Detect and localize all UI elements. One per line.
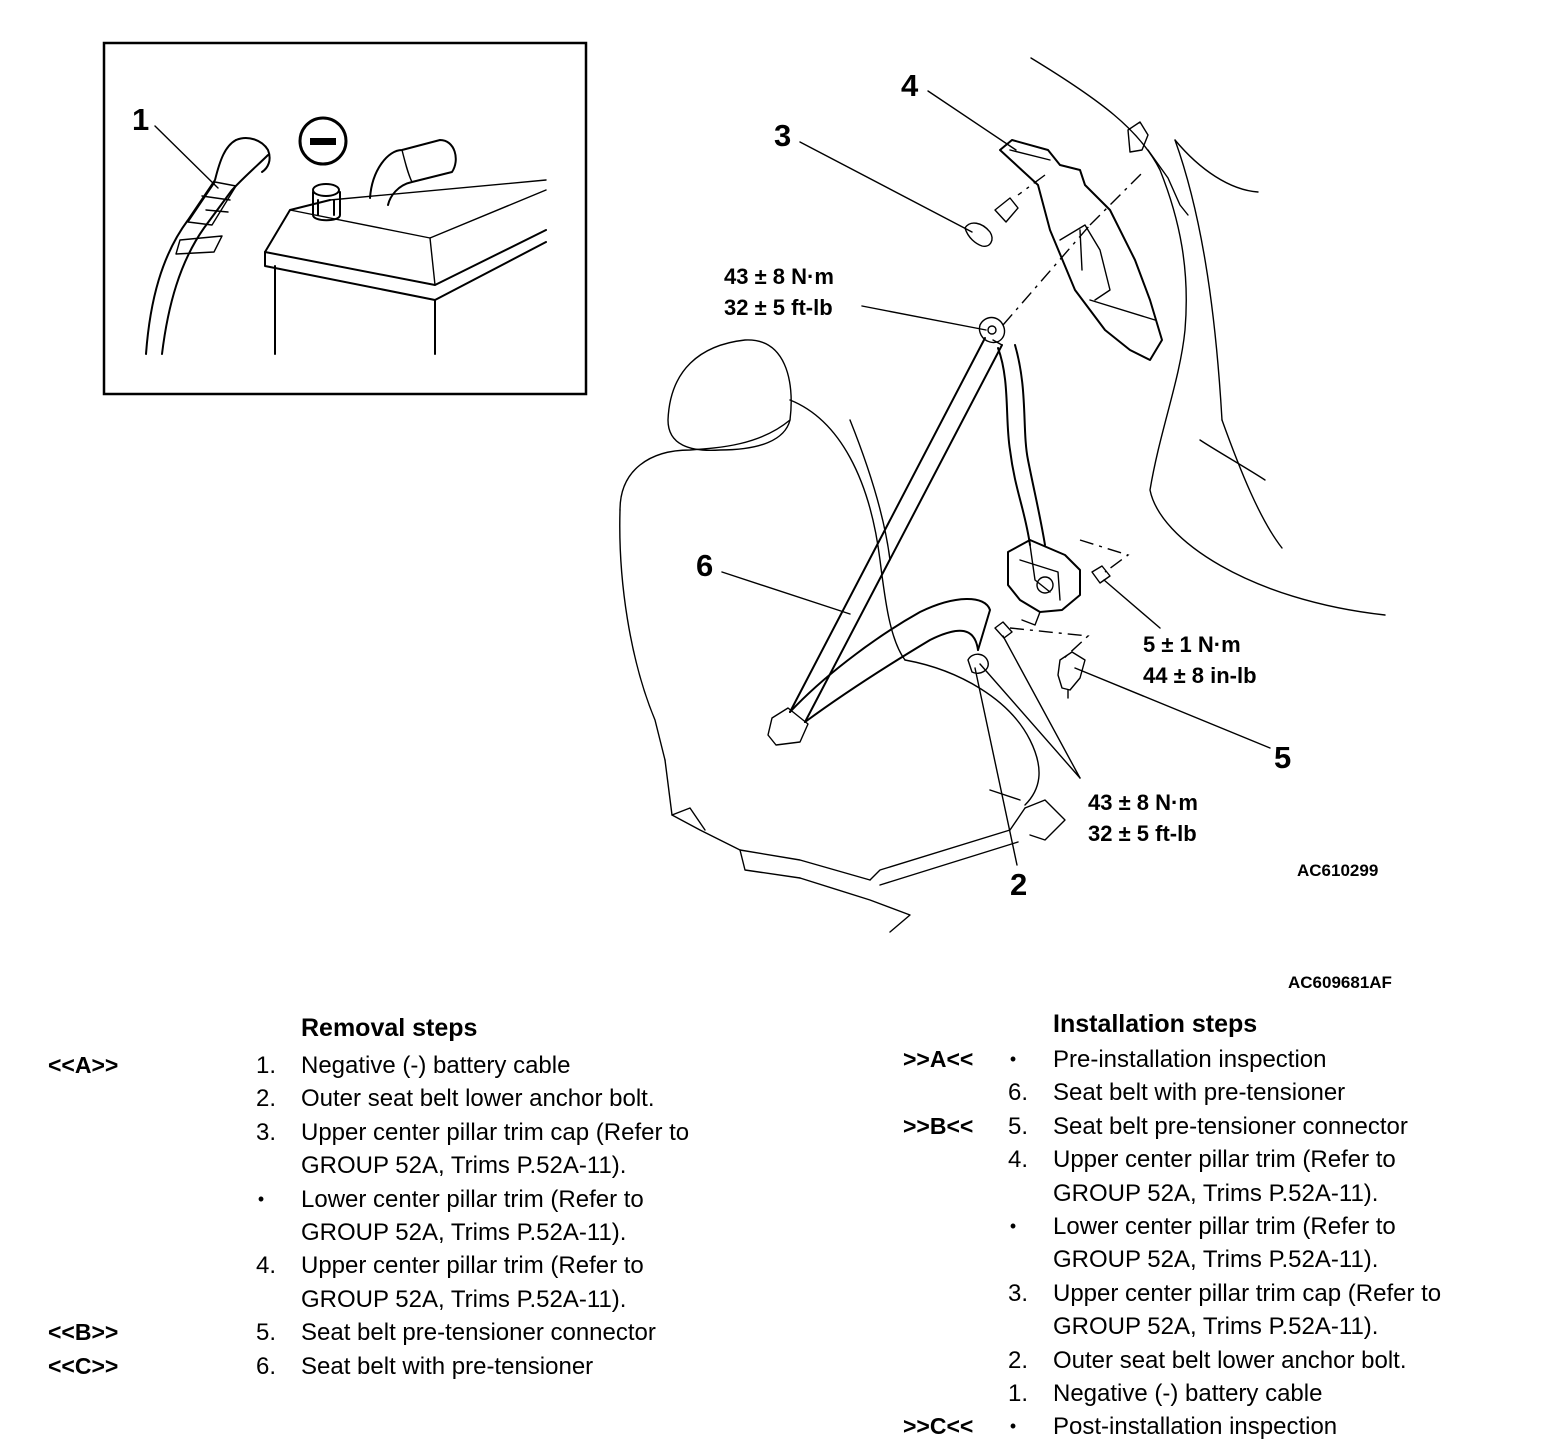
removal-steps: Removal steps <<A>> 1. Negative (-) batter… — [0, 1012, 820, 1412]
svg-text:5 ± 1 N·m: 5 ± 1 N·m — [1143, 632, 1241, 657]
step-text: GROUP 52A, Trims P.52A-11). — [1053, 1179, 1379, 1207]
vehicle-body-outline — [1030, 57, 1386, 616]
svg-text:5: 5 — [1274, 740, 1291, 775]
torque-retractor: 5 ± 1 N·m 44 ± 8 in-lb — [1103, 579, 1257, 688]
step-reference-tag: >>C<< — [903, 1413, 974, 1440]
step-reference-tag: <<A>> — [48, 1052, 119, 1078]
callout-2: 2 — [974, 667, 1027, 902]
step-text: Seat belt with pre-tensioner — [1053, 1079, 1346, 1107]
step-number: 1. — [255, 1052, 276, 1079]
step-text: GROUP 52A, Trims P.52A-11). — [301, 1285, 627, 1313]
callout-6: 6 — [696, 548, 851, 615]
callout-1: 1 — [132, 102, 219, 189]
assembly-centerlines — [1002, 169, 1146, 661]
step-number: 6. — [1007, 1079, 1028, 1107]
step-text: Seat belt with pre-tensioner — [301, 1352, 594, 1380]
step-text: Upper center pillar trim cap (Refer to — [301, 1118, 690, 1146]
step-text: Upper center pillar trim cap (Refer to — [1053, 1279, 1442, 1307]
step-bullet: • — [1009, 1216, 1017, 1236]
step-text: Negative (-) battery cable — [301, 1052, 571, 1079]
step-number: 3. — [1007, 1279, 1028, 1307]
seat-belt-webbing — [767, 316, 1046, 746]
step-number: 3. — [255, 1118, 276, 1146]
step-number: 5. — [255, 1319, 276, 1347]
svg-text:32 ± 5 ft-lb: 32 ± 5 ft-lb — [724, 295, 833, 320]
step-number: 6. — [255, 1352, 276, 1380]
torque-upper-anchor: 43 ± 8 N·m 32 ± 5 ft-lb — [724, 264, 987, 331]
svg-text:43 ± 8 N·m: 43 ± 8 N·m — [1088, 790, 1198, 815]
step-text: Negative (-) battery cable — [1053, 1380, 1323, 1407]
negative-battery-cable — [145, 137, 271, 355]
svg-text:2: 2 — [1010, 867, 1027, 902]
battery — [264, 139, 547, 355]
svg-text:3: 3 — [774, 118, 791, 153]
svg-text:43 ± 8 N·m: 43 ± 8 N·m — [724, 264, 834, 289]
torque-lower-anchor: 43 ± 8 N·m 32 ± 5 ft-lb — [979, 635, 1198, 846]
step-text: Seat belt pre-tensioner connector — [301, 1319, 656, 1347]
step-bullet: • — [1009, 1416, 1017, 1437]
seat-belt-exploded-diagram: 1 4 3 6 5 2 43 ± 8 N·m 32 ± 5 ft-lb 5 ± … — [102, 41, 1392, 992]
step-text: GROUP 52A, Trims P.52A-11). — [1053, 1313, 1379, 1341]
step-text: Post-installation inspection — [1053, 1413, 1338, 1441]
fasteners — [967, 565, 1111, 699]
step-number: 5. — [1007, 1112, 1028, 1140]
step-text: Lower center pillar trim (Refer to — [301, 1185, 644, 1213]
step-text: Seat belt pre-tensioner connector — [1053, 1112, 1408, 1140]
step-reference-tag: >>A<< — [903, 1046, 974, 1072]
step-reference-tag: <<B>> — [48, 1319, 119, 1346]
svg-text:32 ± 5 ft-lb: 32 ± 5 ft-lb — [1088, 821, 1197, 846]
figure-code-inner: AC610299 — [1297, 861, 1378, 880]
upper-center-pillar-trim — [999, 139, 1163, 361]
callout-4: 4 — [901, 68, 1017, 151]
step-reference-tag: <<C>> — [48, 1352, 119, 1379]
callout-5: 5 — [1074, 667, 1291, 775]
step-number: 4. — [255, 1252, 276, 1280]
step-text: GROUP 52A, Trims P.52A-11). — [301, 1152, 627, 1180]
svg-text:44 ± 8 in-lb: 44 ± 8 in-lb — [1143, 663, 1257, 688]
inset-frame — [102, 41, 588, 396]
installation-steps: Installation steps >>A<< • Pre-installatio… — [0, 1008, 1568, 1448]
step-text: Outer seat belt lower anchor bolt. — [301, 1085, 655, 1113]
step-reference-tag: >>B<< — [903, 1112, 974, 1139]
step-number: 1. — [1007, 1380, 1028, 1407]
step-bullet: • — [257, 1188, 265, 1209]
step-text: Lower center pillar trim (Refer to — [1053, 1213, 1396, 1240]
svg-text:6: 6 — [696, 548, 713, 583]
step-number: 4. — [1007, 1146, 1028, 1174]
step-number: 2. — [255, 1085, 276, 1113]
step-bullet: • — [1009, 1049, 1017, 1069]
seat — [619, 339, 1066, 933]
retractor-with-pretensioner — [1007, 539, 1081, 626]
step-text: Pre-installation inspection — [1053, 1046, 1327, 1073]
trim-cap — [964, 197, 1019, 247]
svg-text:4: 4 — [901, 68, 919, 103]
removal-heading: Removal steps — [301, 1014, 478, 1042]
step-text: GROUP 52A, Trims P.52A-11). — [301, 1219, 627, 1246]
installation-heading: Installation steps — [1053, 1010, 1258, 1038]
minus-icon — [298, 116, 348, 166]
figure-code-outer: AC609681AF — [1288, 973, 1392, 992]
step-text: GROUP 52A, Trims P.52A-11). — [1053, 1246, 1379, 1274]
step-text: Upper center pillar trim (Refer to — [301, 1252, 644, 1280]
step-text: Upper center pillar trim (Refer to — [1053, 1146, 1396, 1174]
step-number: 2. — [1007, 1346, 1028, 1374]
callout-3: 3 — [774, 118, 973, 233]
battery-inset — [102, 41, 588, 396]
step-text: Outer seat belt lower anchor bolt. — [1053, 1346, 1407, 1374]
svg-text:1: 1 — [132, 102, 149, 137]
